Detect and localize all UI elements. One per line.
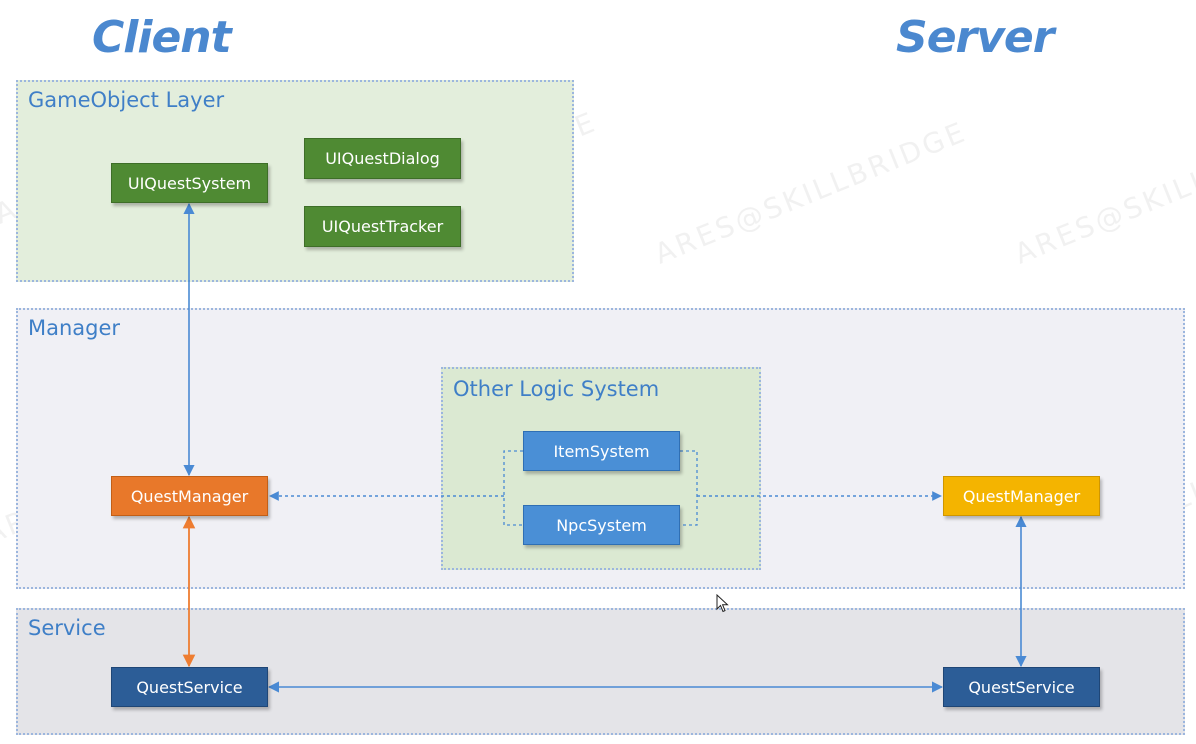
bracket-left xyxy=(503,450,523,526)
bracket-right xyxy=(680,450,698,526)
other-logic-system-label: Other Logic System xyxy=(453,377,660,401)
mouse-cursor-icon xyxy=(716,594,729,613)
server-quest-manager-node: QuestManager xyxy=(943,476,1100,516)
ui-quest-dialog-node: UIQuestDialog xyxy=(304,138,461,179)
server-heading: Server xyxy=(896,12,1054,63)
server-quest-service-node: QuestService xyxy=(943,667,1100,707)
service-layer-label: Service xyxy=(28,616,106,640)
client-quest-service-node: QuestService xyxy=(111,667,268,707)
gameobject-layer-label: GameObject Layer xyxy=(28,88,225,112)
manager-layer-label: Manager xyxy=(28,316,121,340)
npc-system-node: NpcSystem xyxy=(523,505,680,545)
ui-quest-tracker-node: UIQuestTracker xyxy=(304,206,461,247)
client-quest-manager-node: QuestManager xyxy=(111,476,268,516)
client-heading: Client xyxy=(92,12,232,63)
gameobject-layer: GameObject Layer xyxy=(16,80,574,282)
ui-quest-system-node: UIQuestSystem xyxy=(111,163,268,203)
item-system-node: ItemSystem xyxy=(523,431,680,471)
